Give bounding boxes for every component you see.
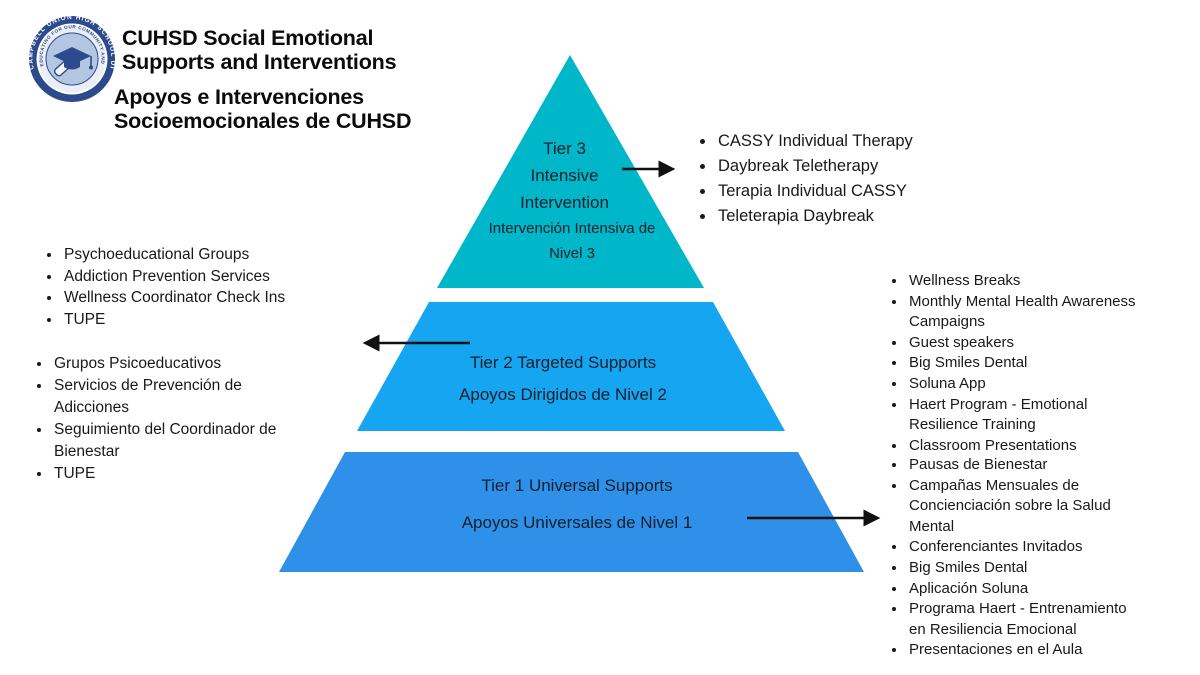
- tier1-services-list-spanish: Pausas de BienestarCampañas Mensuales de…: [889, 455, 1141, 661]
- list-item: Teleterapia Daybreak: [716, 204, 986, 229]
- list-item: Presentaciones en el Aula: [907, 640, 1141, 661]
- list-item: Classroom Presentations: [907, 436, 1141, 457]
- list-item: Aplicación Soluna: [907, 579, 1141, 600]
- list-item: Wellness Breaks: [907, 271, 1141, 292]
- tier3-label-english: Tier 3 Intensive Intervention: [520, 139, 609, 212]
- list-item: Grupos Psicoeducativos: [52, 353, 279, 375]
- list-item: Pausas de Bienestar: [907, 455, 1141, 476]
- list-item: Daybreak Teletherapy: [716, 154, 986, 179]
- page-title-spanish: Apoyos e Intervenciones Socioemocionales…: [114, 85, 412, 133]
- tier1-label-english: Tier 1 Universal Supports: [481, 476, 673, 495]
- graduation-cap-icon: [53, 47, 93, 70]
- list-item: Terapia Individual CASSY: [716, 179, 986, 204]
- list-item: Seguimiento del Coordinador de Bienestar: [52, 419, 279, 463]
- list-item: Soluna App: [907, 374, 1141, 395]
- list-item: Monthly Mental Health Awareness Campaign…: [907, 292, 1141, 333]
- tier3-label-spanish: Intervención Intensiva de Nivel 3: [488, 220, 656, 262]
- tier1-label-spanish: Apoyos Universales de Nivel 1: [461, 513, 693, 532]
- list-item: Campañas Mensuales de Concienciación sob…: [907, 476, 1141, 538]
- list-item: TUPE: [62, 309, 294, 331]
- tier2-label-english: Tier 2 Targeted Supports: [469, 353, 657, 372]
- tier3-triangle: [437, 55, 704, 288]
- list-item: Addiction Prevention Services: [62, 266, 294, 288]
- list-item: Big Smiles Dental: [907, 558, 1141, 579]
- list-item: Guest speakers: [907, 333, 1141, 354]
- page-title-english: CUHSD Social Emotional Supports and Inte…: [122, 26, 397, 74]
- list-item: Conferenciantes Invitados: [907, 537, 1141, 558]
- list-item: Programa Haert - Entrenamiento en Resili…: [907, 599, 1141, 640]
- district-logo-icon: CAMPBELL UNION HIGH SCHOOL DISTRICT EDUC…: [27, 14, 115, 102]
- list-item: Wellness Coordinator Check Ins: [62, 287, 294, 309]
- tier1-trapezoid: [279, 452, 864, 572]
- tier2-trapezoid: [357, 302, 785, 431]
- tier2-label-spanish: Apoyos Dirigidos de Nivel 2: [459, 385, 667, 404]
- list-item: CASSY Individual Therapy: [716, 129, 986, 154]
- tier3-services-list: CASSY Individual TherapyDaybreak Telethe…: [696, 129, 986, 229]
- list-item: Psychoeducational Groups: [62, 244, 294, 266]
- list-item: Haert Program - Emotional Resilience Tra…: [907, 395, 1141, 436]
- list-item: Servicios de Prevención de Adicciones: [52, 375, 279, 419]
- list-item: Big Smiles Dental: [907, 353, 1141, 374]
- list-item: TUPE: [52, 463, 279, 485]
- tier2-services-list-spanish: Grupos PsicoeducativosServicios de Preve…: [34, 353, 279, 485]
- tier2-services-list-english: Psychoeducational GroupsAddiction Preven…: [44, 244, 294, 330]
- tier1-services-list-english: Wellness BreaksMonthly Mental Health Awa…: [889, 271, 1141, 456]
